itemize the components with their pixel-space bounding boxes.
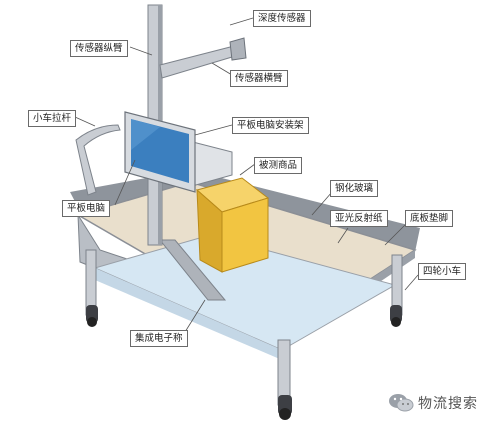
label-tempered-glass: 钢化玻璃 [330, 180, 379, 197]
watermark: 物流搜索 [388, 388, 498, 418]
label-sensor-horizontal-arm: 传感器横臂 [230, 70, 288, 87]
leader-lines [74, 17, 419, 333]
wechat-icon [389, 394, 414, 412]
label-tablet: 平板电脑 [62, 200, 111, 217]
watermark-text: 物流搜索 [418, 396, 478, 412]
label-integrated-scale: 集成电子称 [130, 330, 188, 347]
label-sensor-vertical-arm: 传感器纵臂 [70, 40, 128, 57]
post-brace [158, 239, 227, 301]
label-matte-reflective-paper: 亚光反射纸 [330, 210, 388, 227]
cart-handle-bar [75, 124, 121, 196]
label-cart-handle: 小车拉杆 [28, 110, 77, 127]
label-measured-item: 被测商品 [254, 157, 303, 174]
label-base-feet: 底板垫脚 [405, 210, 454, 227]
label-caster-cart: 四轮小车 [418, 263, 467, 280]
label-tablet-mount: 平板电脑安装架 [232, 117, 309, 134]
lower-shelf-front [95, 268, 282, 360]
depth-sensor-head [229, 37, 247, 61]
label-depth-sensor: 深度传感器 [253, 10, 311, 27]
wheel-front-right [390, 305, 402, 327]
item-box-side [221, 197, 269, 273]
wheel-front-mid [278, 395, 292, 420]
wheel-front-left [86, 305, 98, 327]
